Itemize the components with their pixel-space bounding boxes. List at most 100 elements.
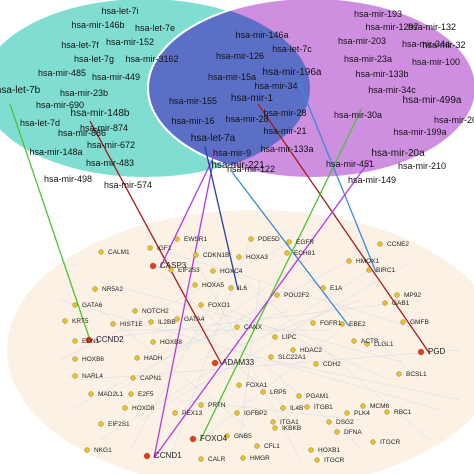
link-9 — [204, 146, 239, 291]
gene-node — [192, 282, 198, 288]
mirna-label: hsa-mir-15a — [208, 72, 256, 82]
mirna-label: hsa-mir-133a — [260, 144, 313, 154]
mirna-label: hsa-mir-199a — [393, 127, 446, 137]
mirna-label: hsa-mir-21 — [263, 126, 306, 136]
gene-node — [248, 236, 254, 242]
mirna-label: hsa-mir-449 — [92, 72, 140, 82]
mirna-label: hsa-let-7e — [135, 23, 175, 33]
gene-node — [260, 389, 266, 395]
gene-node — [62, 318, 68, 324]
gene-label: FGFR1 — [320, 320, 342, 327]
gene-label: ITGCR — [380, 439, 401, 446]
mirna-label: hsa-mir-155 — [169, 96, 217, 106]
gene-node — [234, 324, 240, 330]
mirna-label: hsa-mir-132 — [408, 22, 456, 32]
gene-node — [254, 443, 260, 449]
gene-node — [84, 447, 90, 453]
mirna-label: hsa-let-7i — [101, 6, 138, 16]
gene-label: NKG1 — [94, 447, 112, 454]
gene-label: POU2F2 — [284, 292, 310, 299]
mirna-label: hsa-let-7a — [191, 133, 236, 144]
gene-node — [85, 336, 93, 344]
gene-label: HOXB1 — [318, 447, 340, 454]
gene-node — [360, 403, 366, 409]
gene-node — [236, 254, 242, 260]
mirna-label: hsa-mir-126 — [216, 51, 264, 61]
gene-node — [313, 361, 319, 367]
gene-node — [72, 302, 78, 308]
gene-node — [284, 250, 290, 256]
gene-node — [346, 258, 352, 264]
mirna-label: hsa-mir-148a — [29, 147, 82, 157]
gene-label: ADAM33 — [222, 358, 255, 367]
mirna-label: hsa-mir-206 — [434, 115, 474, 125]
link-3 — [159, 147, 219, 269]
gene-label: GMFB — [410, 319, 429, 326]
mirna-label: hsa-mir-498 — [44, 174, 92, 184]
gene-node — [310, 320, 316, 326]
gene-label: HMGR — [250, 455, 270, 462]
link-6 — [231, 171, 350, 327]
mirna-label: hsa-let-7b — [0, 85, 41, 96]
mirna-label: hsa-mir-152 — [106, 37, 154, 47]
mirna-label: hsa-mir-1297 — [365, 22, 418, 32]
gene-label: LLGL1 — [374, 341, 394, 348]
gene-node — [92, 286, 98, 292]
gene-label: E1A — [330, 285, 343, 292]
gene-label: PLK4 — [354, 410, 370, 417]
gene-label: EIF2S1 — [108, 421, 130, 428]
gene-label: CCNE2 — [387, 241, 409, 248]
gene-node — [88, 391, 94, 397]
gene-node — [189, 435, 197, 443]
mirna-label: hsa-mir-146b — [71, 20, 124, 30]
gene-label: RBC1 — [394, 409, 412, 416]
mirna-label: hsa-mir-34c — [368, 85, 416, 95]
mirna-label: hsa-mir-34a — [402, 39, 450, 49]
mirna-label: hsa-mir-30a — [334, 110, 382, 120]
mirna-label: hsa-mir-28 — [225, 114, 268, 124]
gene-label: EBE2 — [349, 321, 366, 328]
gene-node — [334, 429, 340, 435]
gene-label: IGF1 — [157, 245, 172, 252]
mirna-label: hsa-mir-886 — [58, 128, 106, 138]
gene-node — [122, 405, 128, 411]
link-7 — [199, 107, 363, 442]
gene-node — [366, 267, 372, 273]
gene-label: FOXA1 — [246, 382, 268, 389]
gene-node — [296, 393, 302, 399]
gene-label: NR5A2 — [102, 286, 123, 293]
gene-label: DFNA — [344, 429, 362, 436]
gene-node — [351, 338, 357, 344]
mirna-label: hsa-mir-34 — [254, 81, 297, 91]
mirna-gene-links — [9, 79, 431, 459]
gene-node — [364, 341, 370, 347]
gene-node — [198, 302, 204, 308]
mirna-label: hsa-mir-221 — [211, 160, 265, 171]
gene-node — [290, 347, 296, 353]
gene-label: IL2BB — [158, 319, 176, 326]
mirna-label: hsa-mir-193 — [354, 9, 402, 19]
mirna-label: hsa-mir-28 — [263, 108, 306, 118]
gene-label: IL6 — [238, 285, 247, 292]
gene-node — [382, 300, 388, 306]
gene-node — [172, 410, 178, 416]
gene-node — [272, 425, 278, 431]
gene-label: IKBKB — [282, 425, 301, 432]
gene-node — [128, 391, 134, 397]
gene-node — [344, 410, 350, 416]
gene-label: PGAM1 — [306, 393, 329, 400]
gene-node — [308, 447, 314, 453]
mirna-label: hsa-mir-672 — [87, 140, 135, 150]
gene-node — [98, 421, 104, 427]
gene-node — [150, 339, 156, 345]
mirna-label: hsa-mir-9 — [213, 148, 251, 158]
gene-label: HOXA5 — [202, 282, 224, 289]
gene-node — [134, 355, 140, 361]
gene-node — [132, 308, 138, 314]
gene-label: HMOX1 — [356, 258, 380, 265]
gene-label: LIPC — [282, 334, 297, 341]
gene-node — [211, 359, 219, 367]
mirna-label: hsa-mir-32 — [422, 40, 465, 50]
gene-label: FOXO4 — [200, 434, 228, 443]
mirna-label: hsa-mir-146a — [235, 30, 288, 40]
